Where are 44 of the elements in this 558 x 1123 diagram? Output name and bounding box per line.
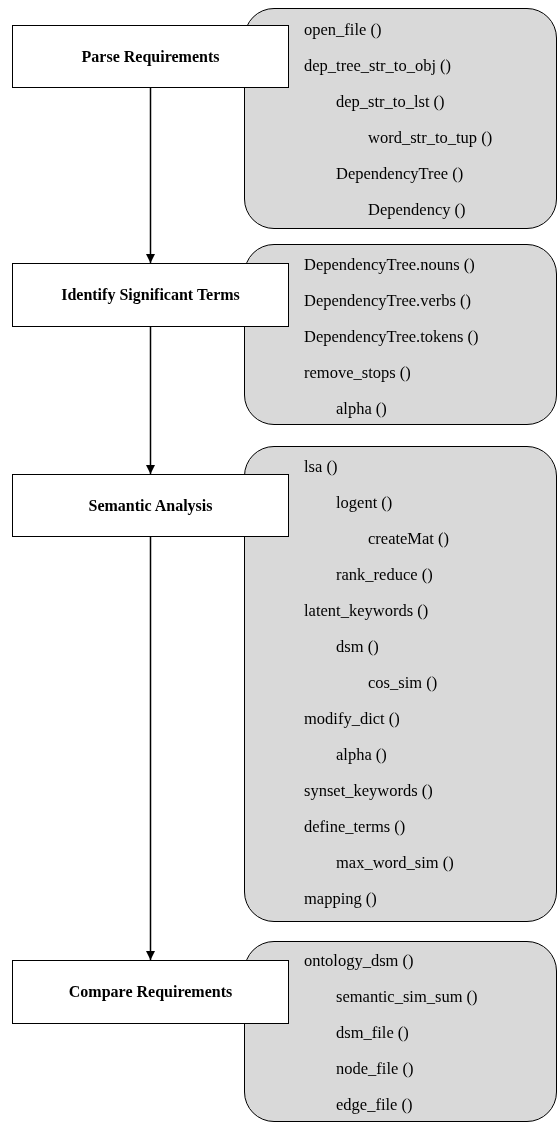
function-name: mapping () [304, 888, 377, 909]
function-name: word_str_to_tup () [368, 127, 493, 148]
arrow [146, 87, 155, 264]
step-label: Identify Significant Terms [61, 286, 240, 304]
function-name: Dependency () [368, 199, 466, 220]
arrow [146, 536, 155, 961]
function-name: alpha () [336, 398, 387, 419]
step-label: Semantic Analysis [88, 496, 213, 515]
function-name: alpha () [336, 744, 387, 765]
function-name: dsm () [336, 636, 379, 657]
function-name: node_file () [336, 1058, 414, 1079]
function-name: logent () [336, 492, 393, 513]
function-name: edge_file () [336, 1094, 413, 1115]
function-name: open_file () [304, 19, 382, 40]
function-name: ontology_dsm () [304, 950, 414, 971]
function-name: latent_keywords () [304, 600, 429, 621]
process-box [12, 25, 289, 88]
function-list-panel [244, 446, 557, 922]
function-name: DependencyTree () [336, 163, 464, 184]
function-name: DependencyTree.tokens () [304, 326, 479, 347]
step-label: Compare Requirements [68, 983, 233, 1001]
function-list-panel [244, 8, 557, 229]
function-name: rank_reduce () [336, 564, 433, 585]
function-name: cos_sim () [368, 672, 438, 693]
function-name: DependencyTree.nouns () [304, 254, 475, 275]
function-list-panel [244, 941, 557, 1122]
arrow [146, 326, 155, 475]
function-name: dep_tree_str_to_obj () [304, 55, 452, 76]
process-box [12, 960, 289, 1024]
function-name: max_word_sim () [336, 852, 454, 873]
process-box [12, 474, 289, 537]
function-name: synset_keywords () [304, 780, 433, 801]
function-name: DependencyTree.verbs () [304, 290, 472, 311]
function-name: remove_stops () [304, 362, 411, 383]
function-name: semantic_sim_sum () [336, 986, 478, 1007]
function-name: createMat () [368, 528, 450, 549]
function-name: dsm_file () [336, 1022, 409, 1043]
process-box [12, 263, 289, 327]
function-name: define_terms () [304, 816, 406, 837]
function-name: dep_str_to_lst () [336, 91, 445, 112]
step-label: Parse Requirements [81, 47, 220, 66]
function-name: modify_dict () [304, 708, 400, 729]
function-name: lsa () [304, 456, 338, 477]
function-list-panel [244, 244, 557, 425]
